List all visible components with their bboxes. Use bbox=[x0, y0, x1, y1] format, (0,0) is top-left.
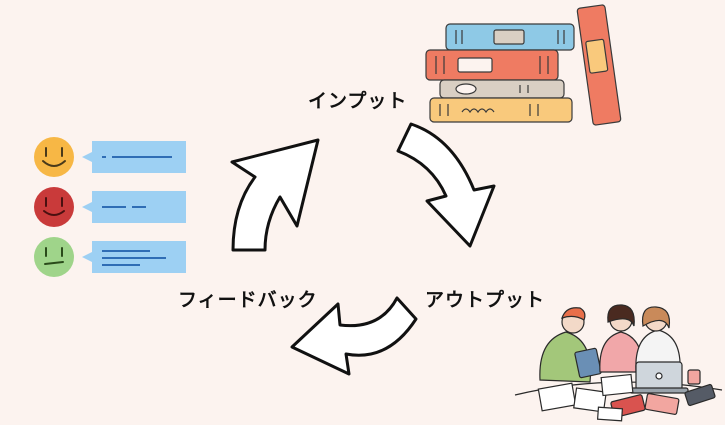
arrow-feedback-to-input bbox=[230, 138, 320, 252]
smiley-face-icon bbox=[34, 137, 74, 177]
smiley-face-icon bbox=[34, 187, 74, 227]
step-label-output: アウトプット bbox=[425, 289, 546, 311]
step-label-feedback: フィードバック bbox=[178, 289, 318, 311]
smiley-face-icon bbox=[34, 237, 74, 277]
arrow-input-to-output bbox=[396, 122, 496, 248]
feedback-row-meh bbox=[34, 237, 186, 277]
book-stack-icon bbox=[425, 4, 622, 126]
feedback-row-happy bbox=[34, 137, 186, 177]
feedback-row-neutral bbox=[34, 187, 186, 227]
people-studying-illustration bbox=[514, 304, 723, 422]
step-label-input: インプット bbox=[308, 90, 408, 112]
arrow-output-to-feedback bbox=[290, 296, 418, 376]
